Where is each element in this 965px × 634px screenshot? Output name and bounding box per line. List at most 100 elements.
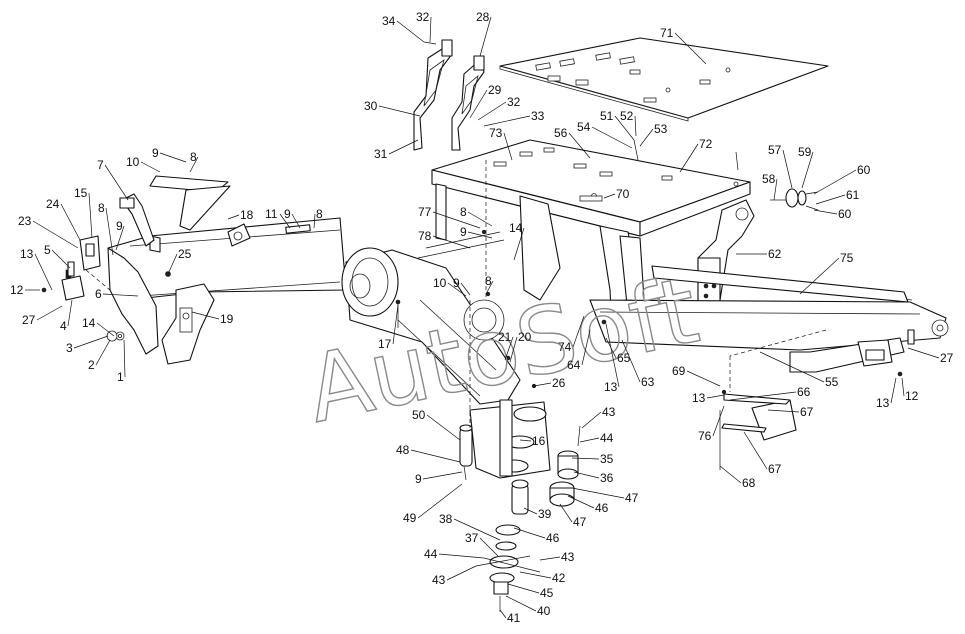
callout-label-c52: 52: [620, 109, 634, 123]
callout-label-c14b: 14: [509, 221, 523, 235]
callout-label-c9a: 9: [116, 219, 123, 233]
callout-leader-c12b: [901, 377, 905, 397]
callout-label-c44b: 44: [424, 547, 438, 561]
callout-leader-c8d: [467, 211, 493, 227]
callout-leader-c75: [799, 257, 840, 295]
callout-label-c46b: 46: [595, 501, 609, 515]
callout-leader-c52: [634, 115, 637, 137]
callout-leader-c9e: [460, 282, 471, 296]
callout-leader-c61: [815, 194, 846, 205]
callout-leader-c13a: [34, 253, 53, 291]
callout-leader-c14b: [513, 227, 525, 261]
callout-leader-c2: [95, 339, 111, 366]
callout-label-c38: 38: [439, 512, 453, 526]
side-frame-rail: [589, 265, 949, 373]
fender-bracket-right: [451, 55, 485, 151]
callout-leader-c32a: [429, 16, 432, 43]
callout-leader-c4: [67, 299, 73, 327]
callout-leader-c50: [426, 414, 461, 441]
callout-leader-c15: [88, 192, 93, 239]
callout-leader-c13d: [890, 377, 897, 404]
callout-leader-c17: [392, 304, 399, 345]
callout-label-c65: 65: [617, 351, 631, 365]
callout-label-c32a: 32: [416, 10, 430, 24]
callout-label-c12a: 12: [10, 283, 24, 297]
callout-label-c76: 76: [698, 429, 712, 443]
callout-leader-c6: [102, 293, 139, 297]
callout-label-c23: 23: [18, 214, 32, 228]
callout-label-c67b: 67: [768, 462, 782, 476]
callout-label-c9c: 9: [284, 207, 291, 221]
callout-leader-c49: [417, 483, 463, 519]
callout-leader-c74: [572, 315, 585, 348]
callout-label-c24: 24: [46, 197, 60, 211]
callout-label-c35: 35: [600, 452, 614, 466]
callout-leader-c67b: [743, 431, 768, 470]
callout-leader-c34: [396, 20, 425, 43]
callout-label-c13c: 13: [692, 391, 706, 405]
callout-label-c9f: 9: [415, 472, 422, 486]
callout-label-c21: 21: [498, 330, 512, 344]
callout-leader-c51: [614, 115, 635, 141]
callout-label-c33: 33: [531, 109, 545, 123]
callout-label-c63: 63: [641, 375, 655, 389]
callout-leader-c20: [509, 336, 518, 363]
callout-leader-c68: [719, 465, 742, 484]
callout-leader-c3: [73, 335, 109, 349]
callout-leader-c8a: [105, 207, 114, 256]
callout-label-c3: 3: [66, 341, 73, 355]
callout-label-c53: 53: [654, 122, 668, 136]
callout-label-c13d: 13: [876, 396, 890, 410]
callout-label-c36: 36: [600, 471, 614, 485]
callout-label-c60a: 60: [857, 163, 871, 177]
callout-label-c25: 25: [178, 247, 192, 261]
callout-label-c40: 40: [537, 604, 551, 618]
callout-label-c56: 56: [554, 126, 568, 140]
callout-leader-c47b: [559, 503, 573, 523]
callout-label-c8a: 8: [98, 201, 105, 215]
callout-label-c7: 7: [97, 158, 104, 172]
callout-label-c54: 54: [577, 120, 591, 134]
callout-label-c77: 77: [418, 205, 432, 219]
callout-label-c43a: 43: [602, 405, 616, 419]
callout-leader-c45: [507, 583, 540, 594]
king-pin-stack: [475, 479, 541, 612]
callout-label-c31: 31: [374, 147, 388, 161]
callout-label-c30: 30: [364, 99, 378, 113]
callout-label-c41: 41: [507, 611, 521, 625]
counterweight-block: [719, 393, 797, 470]
callout-leader-c24: [60, 203, 81, 241]
callout-leader-c39: [523, 507, 538, 515]
callout-label-c45: 45: [540, 586, 554, 600]
callout-label-c10b: 10: [433, 276, 447, 290]
callout-leader-c30: [378, 105, 421, 117]
callout-label-c9d: 9: [460, 225, 467, 239]
callout-leader-c70: [603, 193, 616, 199]
callout-leader-c37: [479, 537, 499, 557]
callout-leader-c13c: [706, 394, 725, 399]
callout-label-c8b: 8: [190, 150, 197, 164]
callout-leader-c69: [686, 370, 721, 387]
callout-leader-c26: [533, 382, 552, 387]
callout-label-c74: 74: [558, 340, 572, 354]
callout-label-c15: 15: [74, 186, 88, 200]
callout-leader-c66: [729, 391, 797, 401]
callout-leader-c43b: [539, 556, 561, 561]
callout-label-c10a: 10: [126, 155, 140, 169]
callout-leader-c27b: [907, 347, 940, 359]
callout-label-c16: 16: [532, 434, 546, 448]
callout-label-c9e: 9: [453, 276, 460, 290]
callout-label-c28: 28: [476, 10, 490, 24]
callout-leader-c57: [782, 149, 793, 189]
callout-leader-c63: [621, 339, 641, 383]
callout-leader-c8e: [485, 280, 494, 295]
callout-label-c47a: 47: [625, 491, 639, 505]
callout-leader-c29: [469, 89, 488, 119]
callout-label-c8e: 8: [485, 274, 492, 288]
callout-label-c43c: 43: [432, 573, 446, 587]
callout-label-c34: 34: [382, 14, 396, 28]
callout-leader-c64: [581, 329, 591, 366]
pivot-swing-arm: [341, 247, 551, 479]
